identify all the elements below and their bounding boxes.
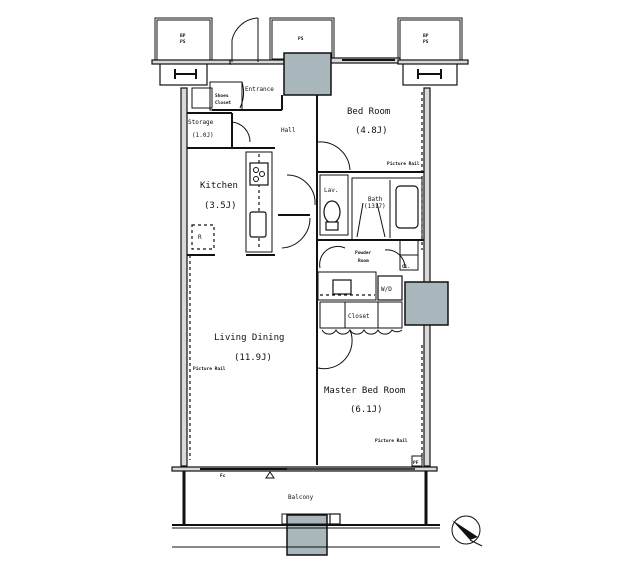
label-bath: Bath bbox=[368, 196, 383, 203]
label-closet: Closet bbox=[348, 313, 370, 320]
label-picture-rail-master: Picture Rail bbox=[375, 438, 408, 444]
label-living-dining: Living Dining bbox=[214, 333, 284, 343]
label-entrance: Entrance bbox=[245, 86, 274, 93]
label-fc: Fc bbox=[220, 473, 226, 479]
label-lavatory: Lav. bbox=[324, 187, 338, 194]
bottom-wall bbox=[171, 455, 438, 479]
label-storage: Storage bbox=[188, 119, 214, 126]
right-outer-wall bbox=[423, 87, 431, 467]
structural-column-right bbox=[404, 281, 449, 326]
bathroom bbox=[351, 177, 423, 241]
storage-room bbox=[187, 112, 275, 149]
label-wd: W/D bbox=[381, 286, 392, 293]
label-ps-left: PS bbox=[180, 39, 186, 45]
label-storage-size: (1.0J) bbox=[192, 132, 214, 139]
entrance-area bbox=[191, 81, 283, 111]
label-balcony: Balcony bbox=[288, 494, 314, 501]
lavatory bbox=[319, 174, 349, 236]
label-refrigerator: R bbox=[198, 234, 202, 241]
label-hall: Hall bbox=[281, 127, 296, 134]
label-bp-left: BP bbox=[180, 33, 186, 39]
label-ps-right: PS bbox=[423, 39, 429, 45]
label-kitchen: Kitchen bbox=[200, 181, 238, 191]
label-bedroom-size: (4.8J) bbox=[355, 126, 388, 136]
pipe-shaft-right bbox=[397, 17, 463, 86]
kitchen-counter bbox=[187, 151, 275, 256]
label-pf: PF bbox=[413, 460, 419, 466]
bedroom-door bbox=[316, 141, 351, 171]
structural-column-bottom bbox=[286, 514, 328, 556]
balcony bbox=[172, 471, 440, 548]
label-living-size: (11.9J) bbox=[234, 353, 272, 363]
entrance-door bbox=[231, 17, 259, 62]
pipe-shaft-left bbox=[154, 17, 213, 86]
structural-column-top bbox=[283, 52, 332, 96]
label-picture-rail-living: Picture Rail bbox=[193, 366, 226, 372]
label-bp-right: BP bbox=[423, 33, 429, 39]
label-ps-center: PS bbox=[298, 36, 304, 42]
label-picture-rail-bedroom: Picture Rail bbox=[387, 161, 420, 167]
closet bbox=[317, 301, 403, 370]
label-shoes: Shoes bbox=[215, 93, 229, 99]
label-kitchen-size: (3.5J) bbox=[204, 201, 237, 211]
label-powder-room: Room bbox=[358, 258, 369, 264]
label-bath-size: (1317) bbox=[364, 203, 386, 210]
left-outer-wall bbox=[180, 87, 188, 467]
label-cl: Cl. bbox=[402, 264, 410, 270]
label-master-bedroom: Master Bed Room bbox=[324, 386, 405, 396]
label-bedroom: Bed Room bbox=[347, 107, 390, 117]
label-master-size: (6.1J) bbox=[350, 405, 383, 415]
label-shoes-closet: Closet bbox=[215, 100, 232, 106]
north-arrow-icon bbox=[451, 515, 483, 547]
label-powder: Powder bbox=[355, 250, 372, 256]
powder-room bbox=[317, 239, 424, 301]
